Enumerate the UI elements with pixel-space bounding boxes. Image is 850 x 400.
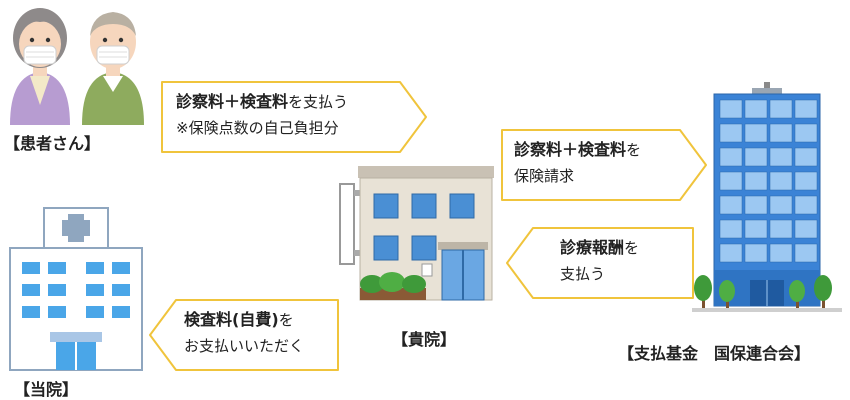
fund-label: 【支払基金 国保連合会】 bbox=[618, 344, 811, 363]
woman-patient-icon bbox=[10, 8, 70, 125]
arrow-fee-suffix: を bbox=[624, 239, 640, 257]
patients-illustration bbox=[10, 8, 144, 125]
arrow-self-shape bbox=[149, 299, 339, 371]
arrow-pay-suffix: を支払う bbox=[288, 93, 349, 111]
arrow-self-bold: 検査料(自費) bbox=[184, 310, 279, 329]
clinic-label: 【貴院】 bbox=[392, 330, 457, 349]
arrow-fee-bold: 診療報酬 bbox=[560, 238, 625, 257]
arrow-claim-suffix: を bbox=[626, 141, 642, 159]
arrow-fee-text: 診療報酬を 支払う bbox=[560, 235, 639, 287]
man-patient-icon bbox=[82, 12, 144, 125]
arrow-claim-shape bbox=[501, 129, 707, 201]
arrow-self-text: 検査料(自費)を お支払いいただく bbox=[184, 307, 304, 359]
arrow-pay-note: ※保険点数の自己負担分 bbox=[176, 119, 339, 137]
arrow-pay-text: 診察料＋検査料を支払う ※保険点数の自己負担分 bbox=[176, 89, 348, 141]
arrow-fee-shape bbox=[506, 227, 694, 299]
arrow-fee-line2: 支払う bbox=[560, 265, 606, 283]
tree-icon bbox=[694, 275, 832, 308]
arrow-claim-text: 診察料＋検査料を 保険請求 bbox=[514, 137, 641, 189]
arrow-self-suffix: を bbox=[278, 311, 294, 329]
arrow-pay-shape bbox=[161, 81, 427, 153]
arrow-self-line2: お支払いいただく bbox=[184, 337, 305, 355]
clinic-building-icon bbox=[339, 166, 494, 301]
patients-label: 【患者さん】 bbox=[4, 134, 101, 153]
fund-building-icon bbox=[692, 82, 842, 312]
our-hospital-label: 【当院】 bbox=[14, 380, 79, 399]
our-hospital-icon bbox=[9, 207, 143, 371]
arrow-pay-bold: 診察料＋検査料 bbox=[176, 92, 289, 111]
arrow-claim-line2: 保険請求 bbox=[514, 167, 575, 185]
arrow-claim-bold: 診察料＋検査料 bbox=[514, 140, 627, 159]
